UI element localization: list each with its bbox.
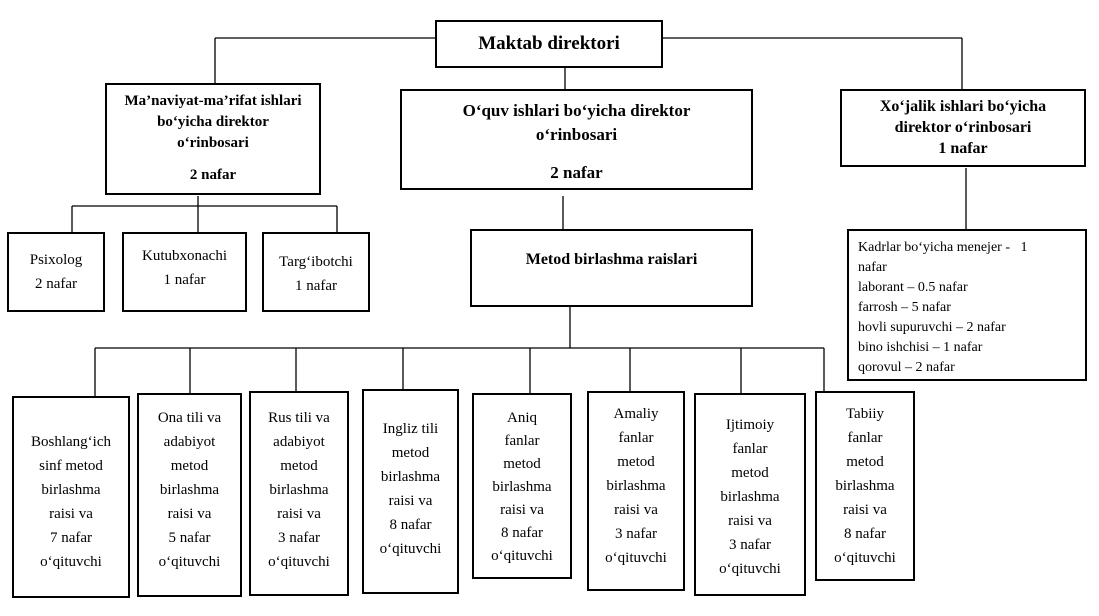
promoter-label: Targ‘ibotchi <box>279 254 353 270</box>
method-head-line: raisi va <box>614 502 658 518</box>
method-head-line: 8 nafar <box>843 526 887 542</box>
method-head-line: o‘qituvchi <box>605 550 667 566</box>
spiritual-deputy-line1: Ma’naviyat-ma’rifat ishlari <box>124 93 302 109</box>
method-head-line: fanlar <box>504 433 540 449</box>
method-head-primary: Boshlang‘ich sinf metod birlashma raisi … <box>12 396 130 598</box>
method-head-line: 5 nafar <box>168 530 211 546</box>
spiritual-deputy-count: 2 nafar <box>189 167 237 183</box>
spiritual-deputy-line2: bo‘yicha direktor <box>157 114 269 130</box>
method-head-line: 3 nafar <box>614 526 658 542</box>
psychologist-label: Psixolog <box>29 252 83 268</box>
method-head-line: fanlar <box>847 430 883 446</box>
method-head-line: o‘qituvchi <box>158 554 221 570</box>
psychologist-count: 2 nafar <box>34 276 78 292</box>
method-head-line: raisi va <box>500 502 544 518</box>
economic-deputy-line2: direktor o‘rinbosari <box>894 119 1032 136</box>
method-heads-title: Metod birlashma raislari <box>525 251 698 268</box>
method-head-line: metod <box>731 465 769 481</box>
method-head-line: Ingliz tili <box>382 421 439 437</box>
method-head-exact-sciences: Aniq fanlar metod birlashma raisi va 8 n… <box>472 393 572 579</box>
method-heads-box: Metod birlashma raislari <box>470 229 753 307</box>
method-head-line: Tabiiy <box>845 406 885 422</box>
economic-staff-line: Kadrlar bo‘yicha menejer - 1 <box>858 240 1028 255</box>
method-head-line: Amaliy <box>613 406 659 422</box>
method-head-russian: Rus tili va adabiyot metod birlashma rai… <box>249 391 349 596</box>
method-head-english: Ingliz tili metod birlashma raisi va 8 n… <box>362 389 459 594</box>
method-head-line: birlashma <box>606 478 666 494</box>
promoter-count: 1 nafar <box>294 278 338 294</box>
economic-staff-line: hovli supuruvchi – 2 nafar <box>858 320 1006 335</box>
method-head-line: raisi va <box>843 502 887 518</box>
method-head-line: birlashma <box>835 478 895 494</box>
method-head-native-language: Ona tili va adabiyot metod birlashma rai… <box>137 393 242 597</box>
method-head-line: Ona tili va <box>157 410 222 426</box>
method-head-line: o‘qituvchi <box>834 550 896 566</box>
economic-deputy-line1: Xo‘jalik ishlari bo‘yicha <box>879 98 1047 115</box>
method-head-line: birlashma <box>492 479 552 495</box>
method-head-natural-sciences: Tabiiy fanlar metod birlashma raisi va 8… <box>815 391 915 581</box>
method-head-line: birlashma <box>159 482 220 498</box>
method-head-line: fanlar <box>732 441 768 457</box>
librarian-count: 1 nafar <box>163 272 206 288</box>
method-head-line: raisi va <box>388 493 433 509</box>
method-head-line: o‘qituvchi <box>268 554 330 570</box>
method-head-line: metod <box>503 456 541 472</box>
academic-deputy-box: O‘quv ishlari bo‘yicha direktor o‘rinbos… <box>400 89 753 190</box>
economic-staff-line: farrosh – 5 nafar <box>858 300 951 315</box>
economic-deputy-box: Xo‘jalik ishlari bo‘yicha direktor o‘rin… <box>840 89 1086 167</box>
economic-staff-box: Kadrlar bo‘yicha menejer - 1 nafar labor… <box>847 229 1087 381</box>
method-head-line: raisi va <box>277 506 321 522</box>
academic-deputy-count: 2 nafar <box>550 163 603 182</box>
method-head-line: o‘qituvchi <box>40 554 102 570</box>
method-head-line: metod <box>391 445 430 461</box>
method-head-line: Boshlang‘ich <box>31 434 111 450</box>
method-head-line: o‘qituvchi <box>719 561 781 577</box>
promoter-box: Targ‘ibotchi 1 nafar <box>262 232 370 312</box>
director-box: Maktab direktori <box>435 20 663 68</box>
economic-deputy-count: 1 nafar <box>938 140 988 157</box>
director-title: Maktab direktori <box>478 33 620 54</box>
economic-staff-line: nafar <box>858 260 887 275</box>
academic-deputy-line1: O‘quv ishlari bo‘yicha direktor <box>462 101 691 120</box>
method-head-line: raisi va <box>728 513 772 529</box>
method-head-line: metod <box>280 458 318 474</box>
method-head-line: birlashma <box>269 482 329 498</box>
method-head-line: 3 nafar <box>728 537 772 553</box>
method-head-line: adabiyot <box>273 434 325 450</box>
economic-staff-line: bino ishchisi – 1 nafar <box>858 340 983 355</box>
method-head-line: Ijtimoiy <box>725 417 775 433</box>
method-head-line: 7 nafar <box>49 530 93 546</box>
psychologist-box: Psixolog 2 nafar <box>7 232 105 312</box>
method-head-line: 8 nafar <box>389 517 432 533</box>
method-head-social-sciences: Ijtimoiy fanlar metod birlashma raisi va… <box>694 393 806 596</box>
economic-staff-line: qorovul – 2 nafar <box>858 360 955 375</box>
academic-deputy-line2: o‘rinbosari <box>535 125 618 144</box>
librarian-label: Kutubxonachi <box>142 248 227 264</box>
method-head-line: fanlar <box>618 430 654 446</box>
spiritual-deputy-box: Ma’naviyat-ma’rifat ishlari bo‘yicha dir… <box>105 83 321 195</box>
economic-staff-line: laborant – 0.5 nafar <box>858 280 968 295</box>
method-head-line: o‘qituvchi <box>491 548 553 564</box>
method-head-line: birlashma <box>41 482 101 498</box>
method-head-line: birlashma <box>720 489 780 505</box>
spiritual-deputy-line3: o‘rinbosari <box>177 135 249 151</box>
method-head-line: birlashma <box>380 469 441 485</box>
method-head-line: 8 nafar <box>500 525 544 541</box>
method-head-line: metod <box>617 454 655 470</box>
method-head-line: 3 nafar <box>277 530 321 546</box>
method-head-line: o‘qituvchi <box>379 541 442 557</box>
method-head-line: metod <box>846 454 884 470</box>
method-head-line: adabiyot <box>163 434 216 450</box>
method-head-applied-sciences: Amaliy fanlar metod birlashma raisi va 3… <box>587 391 685 591</box>
method-head-line: Aniq <box>507 410 537 426</box>
librarian-box: Kutubxonachi 1 nafar <box>122 232 247 312</box>
method-head-line: sinf metod <box>39 458 103 474</box>
method-head-line: metod <box>170 458 209 474</box>
method-head-line: Rus tili va <box>268 410 330 426</box>
method-head-line: raisi va <box>167 506 212 522</box>
method-head-line: raisi va <box>49 506 93 522</box>
